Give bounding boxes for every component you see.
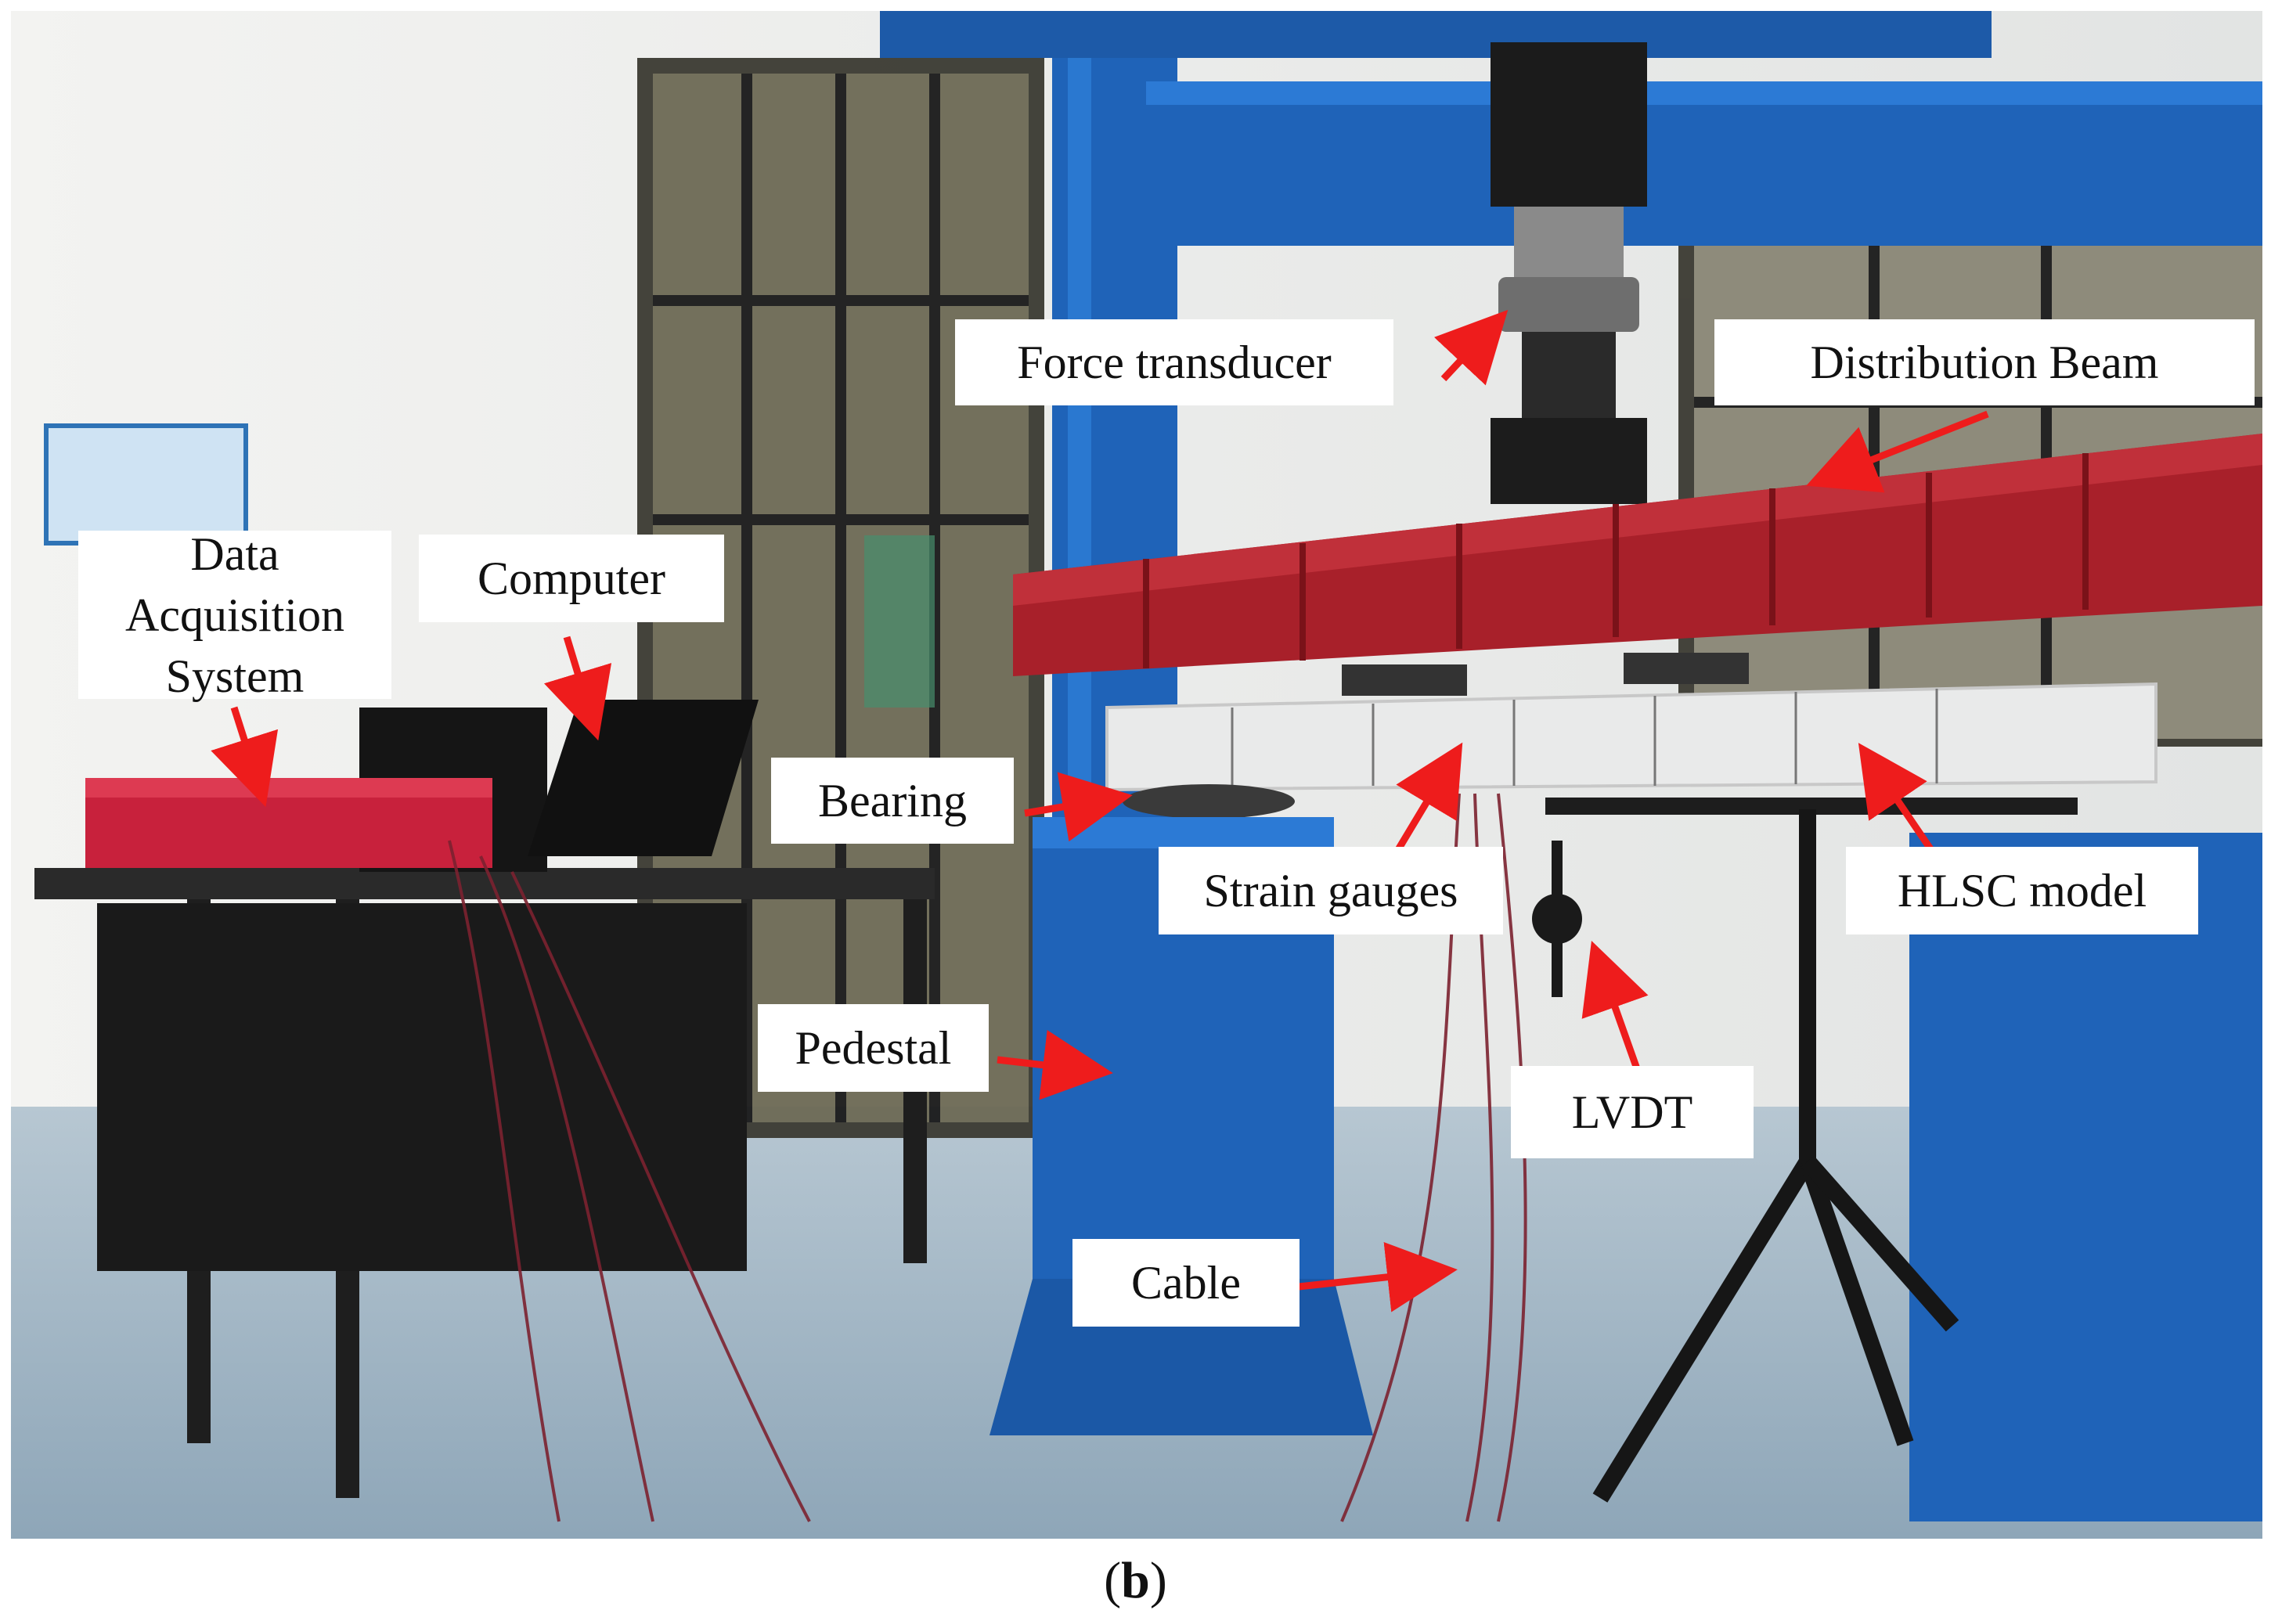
label-computer: Computer	[419, 535, 724, 622]
caption-letter: b	[1121, 1552, 1150, 1609]
label-force-transducer: Force transducer	[955, 319, 1393, 405]
caption-open-paren: (	[1104, 1552, 1122, 1609]
frame-top-support	[880, 11, 1992, 58]
tripod	[1592, 809, 1959, 1503]
desk-top	[34, 868, 935, 899]
lvdt-support-bar	[1545, 798, 2078, 815]
label-hlsc-model: HLSC model	[1846, 847, 2198, 934]
lab-test-setup-photo	[11, 11, 2262, 1539]
label-lvdt: LVDT	[1511, 1066, 1754, 1158]
label-bearing: Bearing	[771, 758, 1014, 844]
label-cable: Cable	[1072, 1239, 1300, 1327]
label-pedestal: Pedestal	[758, 1004, 989, 1092]
frame-top-beam	[1146, 81, 2262, 246]
label-data-acquisition-system: Data Acquisition System	[78, 528, 391, 702]
wall-poster	[44, 423, 248, 546]
label-strain-gauges: Strain gauges	[1159, 847, 1503, 934]
label-distribution-beam: Distribution Beam	[1714, 319, 2255, 405]
label-data-acquisition-line3: System	[165, 650, 305, 702]
actuator	[1491, 42, 1647, 207]
label-data-acquisition-line1: Data	[190, 528, 279, 580]
bearing	[1123, 784, 1295, 819]
annotation-arrows	[211, 309, 1989, 1313]
label-data-acquisition-line2: Acquisition	[125, 589, 344, 641]
figure-caption: (b)	[0, 1546, 2271, 1616]
frame-column-right	[1909, 833, 2262, 1521]
caption-close-paren: )	[1149, 1552, 1167, 1609]
load-cell	[1498, 277, 1639, 332]
